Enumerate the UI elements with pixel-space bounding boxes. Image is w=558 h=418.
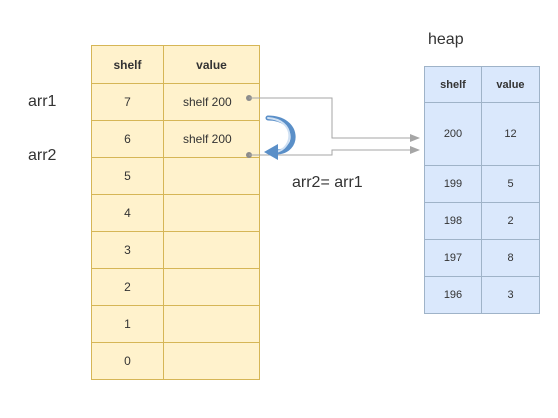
heap-row: 198 2 bbox=[424, 202, 540, 240]
heap-shelf-cell: 196 bbox=[424, 276, 482, 314]
stack-value-cell: shelf 200 bbox=[163, 83, 260, 121]
stack-row: 2 bbox=[91, 268, 260, 306]
stack-shelf-cell: 3 bbox=[91, 231, 164, 269]
arrow-arr2 bbox=[249, 146, 420, 156]
heap-value-cell: 2 bbox=[481, 202, 540, 240]
heap-value-cell: 8 bbox=[481, 239, 540, 277]
stack-shelf-cell: 1 bbox=[91, 305, 164, 343]
stack-row: 5 bbox=[91, 157, 260, 195]
heap-value-cell: 5 bbox=[481, 165, 540, 203]
stack-shelf-cell: 6 bbox=[91, 120, 164, 158]
pointer-arr1-to-heap bbox=[246, 95, 420, 142]
assignment-label: arr2= arr1 bbox=[292, 174, 363, 191]
stack-row: 7 shelf 200 bbox=[91, 83, 260, 121]
heap-shelf-cell: 200 bbox=[424, 102, 482, 166]
heap-row: 199 5 bbox=[424, 165, 540, 203]
stack-row: 4 bbox=[91, 194, 260, 232]
heap-value-cell: 12 bbox=[481, 102, 540, 166]
stack-value-cell bbox=[163, 305, 260, 343]
stack-shelf-cell: 5 bbox=[91, 157, 164, 195]
stack-shelf-cell: 7 bbox=[91, 83, 164, 121]
stack-row: 1 bbox=[91, 305, 260, 343]
stack-value-cell bbox=[163, 157, 260, 195]
stack-shelf-cell: 4 bbox=[91, 194, 164, 232]
heap-value-cell: 3 bbox=[481, 276, 540, 314]
heap-row: 200 12 bbox=[424, 102, 540, 166]
stack-value-cell bbox=[163, 268, 260, 306]
variable-label-arr2: arr2 bbox=[28, 147, 57, 164]
stack-table: shelf value 7 shelf 200 6 shelf 200 5 4 … bbox=[91, 45, 260, 380]
pointer-arr2-to-heap bbox=[246, 146, 420, 158]
variable-label-arr1: arr1 bbox=[28, 93, 57, 110]
stack-value-cell bbox=[163, 194, 260, 232]
heap-shelf-cell: 199 bbox=[424, 165, 482, 203]
copy-curved-arrow-icon bbox=[264, 115, 296, 160]
stack-row: 0 bbox=[91, 342, 260, 380]
heap-title: heap bbox=[428, 31, 464, 48]
heap-header-row: shelf value bbox=[424, 66, 540, 103]
heap-row: 197 8 bbox=[424, 239, 540, 277]
stack-shelf-cell: 0 bbox=[91, 342, 164, 380]
heap-header-value: value bbox=[481, 66, 540, 103]
heap-table: shelf value 200 12 199 5 198 2 197 8 196… bbox=[424, 66, 540, 314]
stack-row: 3 bbox=[91, 231, 260, 269]
heap-shelf-cell: 198 bbox=[424, 202, 482, 240]
stack-value-cell bbox=[163, 342, 260, 380]
heap-row: 196 3 bbox=[424, 276, 540, 314]
stack-shelf-cell: 2 bbox=[91, 268, 164, 306]
arrow-arr1 bbox=[249, 97, 420, 142]
